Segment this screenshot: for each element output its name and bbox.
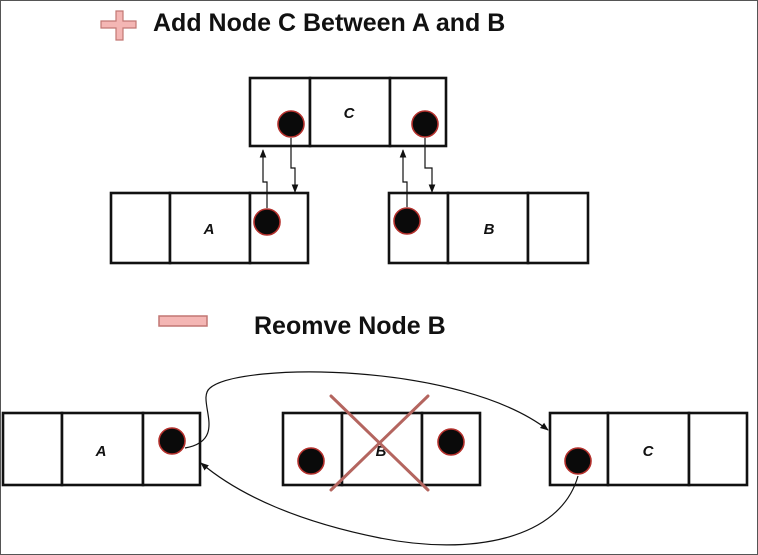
node-c-bottom-data-cell [606, 411, 691, 487]
node-c-bottom-label: C [643, 443, 655, 460]
link-c-b-arrows [399, 138, 436, 207]
node-b-bottom: B [281, 394, 482, 492]
add-node-title: Add Node C Between A and B [153, 9, 506, 37]
node-c-next-pointer [411, 110, 439, 138]
node-b-next-cell [526, 191, 590, 265]
bypass-arrow-a-to-c [184, 371, 549, 449]
node-b-bottom-next-pointer [437, 428, 465, 456]
node-c-bottom-prev-pointer [564, 447, 592, 475]
node-c-prev-pointer [277, 110, 305, 138]
link-a-c-arrows [259, 138, 299, 208]
plus-icon [100, 10, 137, 41]
remove-node-title: Reomve Node B [254, 312, 446, 340]
node-c-data-cell [308, 76, 392, 148]
node-c-top: C [248, 76, 448, 148]
node-b-prev-pointer [393, 207, 421, 235]
node-c-label: C [344, 105, 356, 122]
node-a-next-pointer [253, 208, 281, 236]
node-a-prev-cell [109, 191, 172, 265]
node-b-bottom-next-cell [420, 411, 482, 487]
node-a-top: A [109, 191, 310, 265]
minus-icon [158, 315, 208, 327]
node-b-bottom-prev-pointer [297, 447, 325, 475]
delete-cross [329, 394, 430, 492]
node-a-bottom: A [1, 411, 202, 487]
node-a-label: A [203, 221, 215, 238]
node-a-bottom-next-pointer [158, 427, 186, 455]
bypass-arrow-c-to-a [200, 462, 579, 546]
node-a-bottom-prev-cell [1, 411, 64, 487]
node-c-bottom-next-cell [687, 411, 749, 487]
node-c-prev-cell [248, 76, 312, 148]
node-b-data-cell [446, 191, 530, 265]
node-c-bottom: C [548, 411, 749, 487]
node-b-label: B [484, 221, 495, 238]
node-a-bottom-label: A [95, 443, 107, 460]
node-b-top: B [387, 191, 590, 265]
node-c-next-cell [388, 76, 448, 148]
node-b-bottom-label: B [376, 443, 387, 460]
